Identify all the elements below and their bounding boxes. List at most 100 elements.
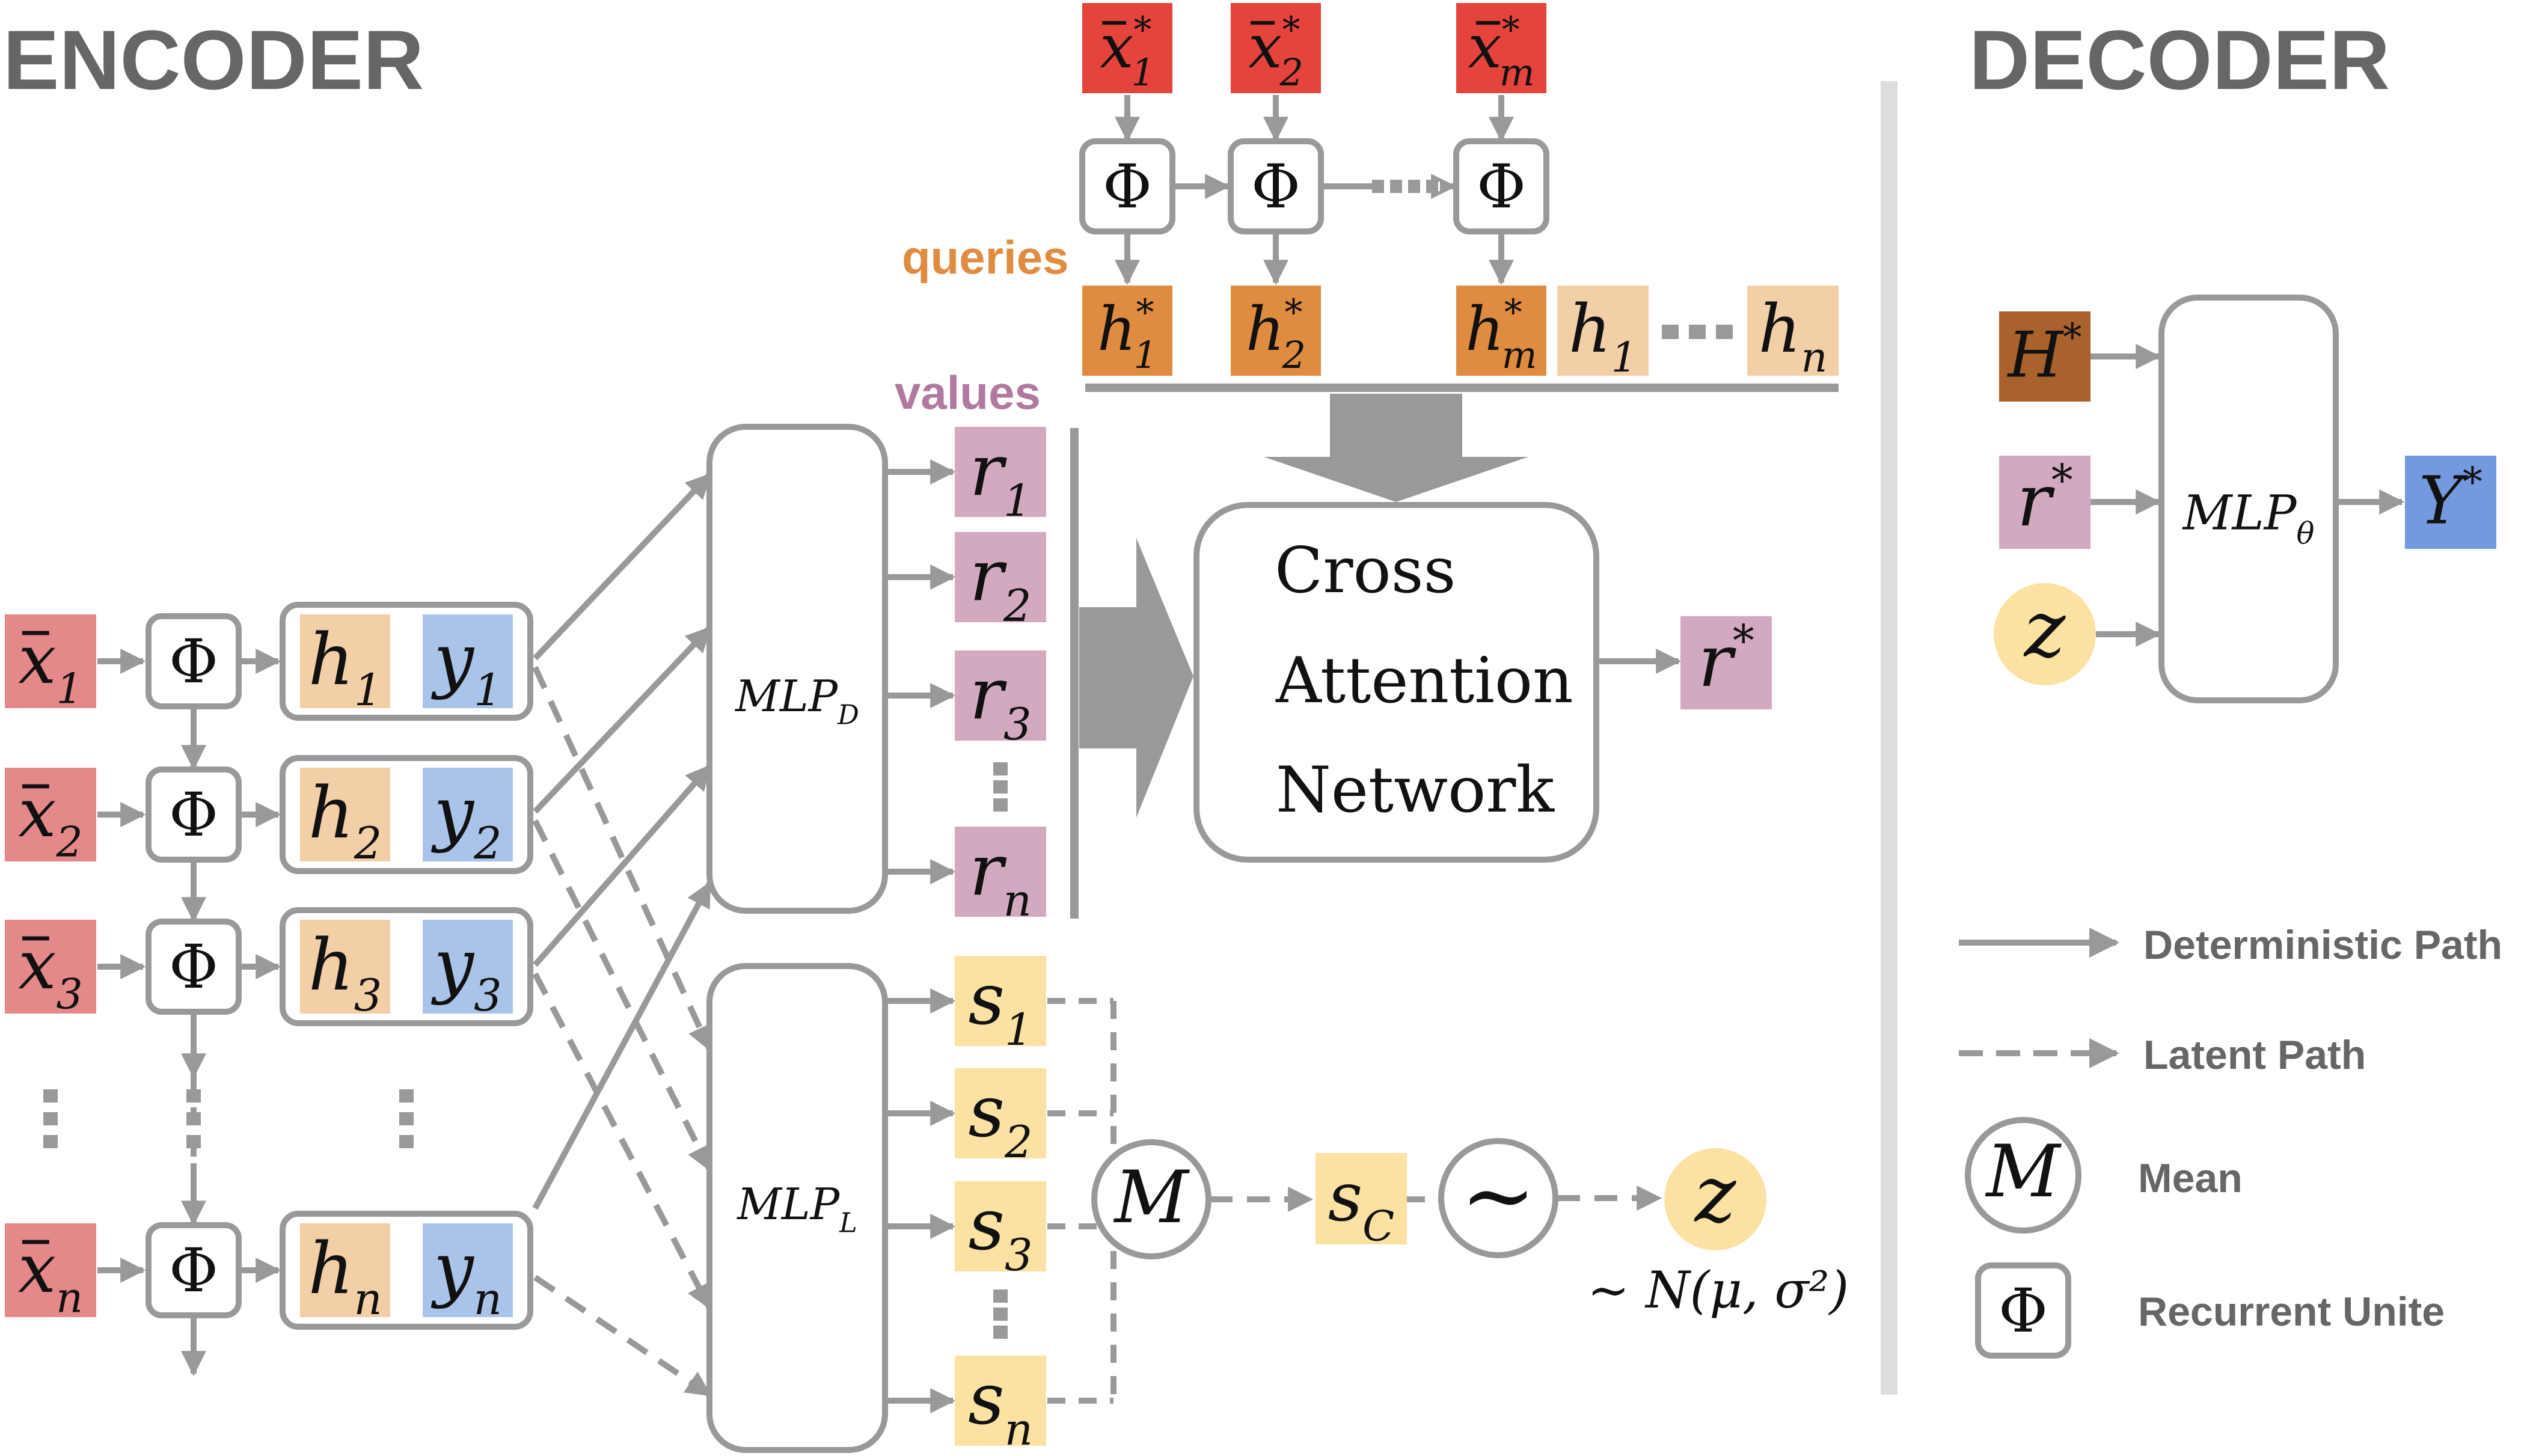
r-value-2: r2 <box>955 532 1046 632</box>
svg-text:x*1: x*1 <box>1100 9 1155 94</box>
svg-text:Φ: Φ <box>169 626 218 697</box>
s-value-2: s2 <box>955 1068 1046 1168</box>
cross-attention-line-2: Attention <box>1275 644 1573 717</box>
decoder-r-star-input: r* <box>1999 455 2090 549</box>
decoder-header: DECODER <box>1969 13 2390 107</box>
legend-recurrent-icon <box>1975 1262 2071 1359</box>
svg-text:hn: hn <box>308 1227 382 1325</box>
mlp-d-box: MLPD <box>706 424 888 914</box>
svg-text:M: M <box>1113 1156 1190 1240</box>
r-value-1: r1 <box>955 427 1046 527</box>
decoder-y-star-output: Y* <box>2405 456 2496 549</box>
query-recurrent-unit-1: Φ <box>1079 138 1175 234</box>
x-ellipsis <box>43 1089 58 1148</box>
hidden-state-2: h2 <box>300 768 390 869</box>
x-bar-input-1: x1 <box>5 614 96 713</box>
h-star-query-3: h*m <box>1456 286 1546 377</box>
query-phi-dot-3 <box>1408 180 1420 193</box>
query-phi-dot-1 <box>1372 180 1384 193</box>
svg-text:∼: ∼ <box>1460 1143 1536 1248</box>
latent-z: z <box>1664 1148 1766 1250</box>
encoder-decoder-divider <box>1881 81 1898 1395</box>
svg-text:MLPL: MLPL <box>736 1179 857 1239</box>
output-1: y1 <box>423 614 513 716</box>
svg-text:MLPθ: MLPθ <box>2182 485 2315 551</box>
x-star-query-1: x*1 <box>1082 3 1172 94</box>
svg-text:h3: h3 <box>308 923 382 1021</box>
output-2: y2 <box>423 768 513 869</box>
x-star-query-3: x*m <box>1456 3 1546 94</box>
svg-text:s1: s1 <box>968 958 1032 1056</box>
hidden-state-1: h1 <box>300 614 390 716</box>
svg-text:Φ: Φ <box>169 1235 218 1306</box>
svg-text:H*: H* <box>2006 316 2081 392</box>
det-arrow-3 <box>533 764 712 967</box>
s-ellipsis <box>993 1289 1008 1339</box>
svg-text:r*: r* <box>2017 455 2072 543</box>
svg-text:z: z <box>2023 584 2066 675</box>
svg-text:r3: r3 <box>970 652 1032 750</box>
svg-text:r*: r* <box>1698 616 1754 703</box>
r-ellipsis <box>993 762 1008 812</box>
legend-deterministic-label: Deterministic Path <box>2143 922 2502 968</box>
svg-text:y1: y1 <box>430 618 501 716</box>
det-arrow-2 <box>533 626 712 814</box>
query-to-attention-arrow <box>1264 394 1528 502</box>
svg-text:z: z <box>1694 1149 1737 1240</box>
x-bar-input-4: xn <box>5 1223 96 1322</box>
sample-node: ∼ <box>1438 1138 1558 1258</box>
latent-arrow-1 <box>532 665 712 1051</box>
svg-text:Φ: Φ <box>1103 151 1152 222</box>
hy-ellipsis <box>399 1089 414 1148</box>
hidden-state-3: h3 <box>300 920 390 1021</box>
recurrent-unit-2: Φ <box>145 766 242 863</box>
legend-recurrent-symbol: Φ <box>1999 1276 2048 1346</box>
mean-node: M <box>1091 1139 1211 1259</box>
svg-text:h2: h2 <box>308 771 382 869</box>
queries-label: queries <box>902 231 1068 284</box>
s-value-4: sn <box>955 1356 1046 1455</box>
svg-text:y3: y3 <box>430 923 501 1021</box>
decoder-h-star-input: H* <box>1999 311 2090 402</box>
svg-text:Φ: Φ <box>169 780 218 850</box>
values-label: values <box>895 366 1041 419</box>
decoder-z-input: z <box>1994 583 2096 685</box>
latent-arrow-2 <box>532 819 712 1172</box>
h-tail-dot-2 <box>1689 325 1706 339</box>
cross-attention-line-1: Cross <box>1275 534 1456 607</box>
svg-text:hn: hn <box>1759 290 1828 382</box>
x-bar-input-2: x2 <box>5 768 96 866</box>
svg-text:Φ: Φ <box>169 932 218 1002</box>
h-tail-dot-1 <box>1662 325 1679 339</box>
x-bar-input-3: x3 <box>5 920 96 1018</box>
x-star-query-2: x*2 <box>1231 3 1321 94</box>
hidden-state-4: hn <box>300 1223 390 1325</box>
decoder-mlp-box: MLPθ <box>2158 295 2339 703</box>
legend-latent-label: Latent Path <box>2143 1032 2366 1078</box>
svg-text:h*1: h*1 <box>1097 292 1157 377</box>
phi-ellipsis <box>186 1089 201 1148</box>
query-phi-dot-2 <box>1390 180 1402 193</box>
h-star-query-2: h*2 <box>1231 286 1321 377</box>
recurrent-unit-1: Φ <box>145 613 242 709</box>
svg-text:yn: yn <box>430 1227 502 1325</box>
s-value-3: s3 <box>955 1181 1046 1281</box>
det-arrow-1 <box>533 473 712 661</box>
svg-text:MLPD: MLPD <box>734 671 859 731</box>
det-arrow-4 <box>532 881 712 1210</box>
latent-arrow-4 <box>533 1274 712 1398</box>
recurrent-unit-3: Φ <box>145 919 242 1015</box>
query-phi-dot-4 <box>1426 180 1438 193</box>
r-value-4: rn <box>955 827 1046 926</box>
r-star-output: r* <box>1680 616 1772 709</box>
svg-text:h*m: h*m <box>1465 292 1537 377</box>
query-recurrent-unit-3: Φ <box>1453 138 1549 234</box>
query-recurrent-unit-2: Φ <box>1228 138 1324 234</box>
recurrent-unit-4: Φ <box>145 1222 242 1318</box>
svg-text:Φ: Φ <box>1251 151 1300 222</box>
cross-attention-box <box>1193 502 1599 863</box>
h-tail-dot-3 <box>1716 325 1733 339</box>
h-tail-1: h1 <box>1557 286 1649 382</box>
